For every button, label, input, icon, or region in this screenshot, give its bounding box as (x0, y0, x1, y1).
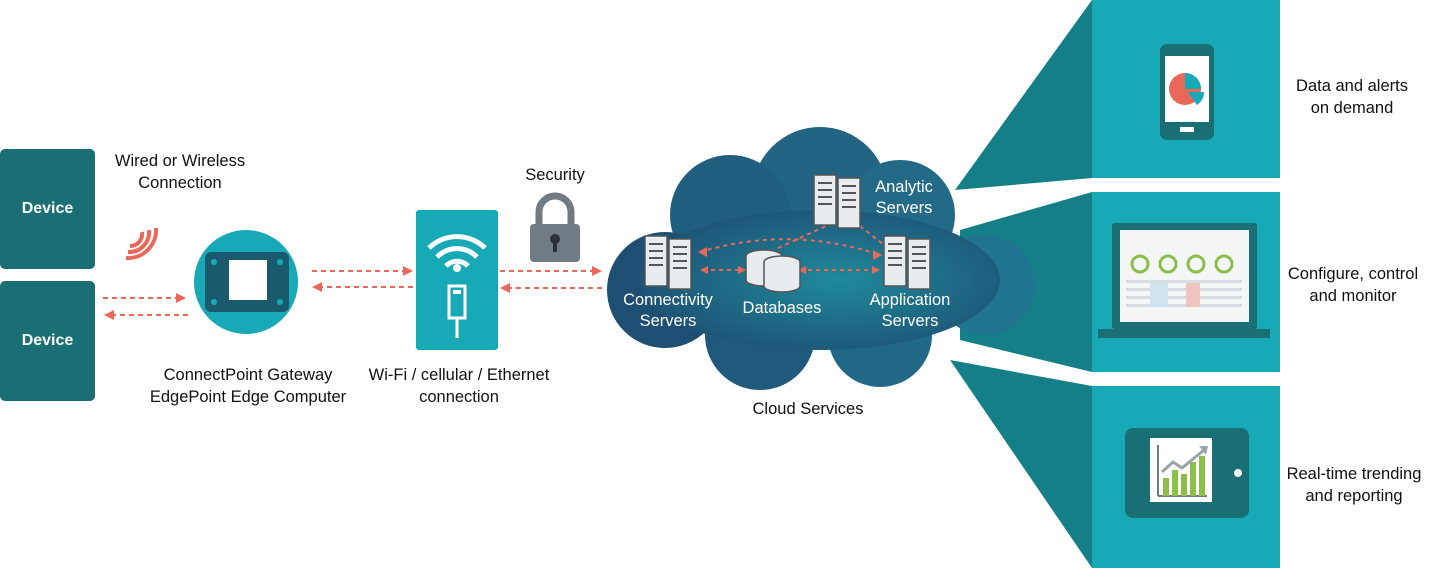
laptop-dashboard-icon (1098, 223, 1270, 338)
connectivity-servers-label-line: Connectivity (623, 291, 713, 309)
connection-label-line: Connection (138, 174, 222, 192)
application-servers-label: Application Servers (856, 290, 964, 332)
connection-arrows (103, 266, 602, 320)
connection-label: Wired or Wireless Connection (90, 150, 270, 194)
wireless-signal-icon (125, 227, 159, 261)
network-label-line: Wi-Fi / cellular / Ethernet (368, 366, 550, 384)
gateway-label-line: ConnectPoint Gateway (163, 366, 333, 384)
device-box-1: Device (0, 149, 95, 269)
analytic-servers-label-line: Analytic (875, 178, 933, 196)
connectivity-servers-label-line: Servers (639, 312, 697, 330)
databases-label: Databases (742, 299, 822, 317)
analytic-servers-icon (813, 174, 861, 229)
gateway-device-icon (194, 230, 298, 334)
network-label-line: connection (419, 388, 499, 406)
connectivity-servers-icon (644, 235, 692, 290)
network-label: Wi-Fi / cellular / Ethernet connection (352, 364, 566, 408)
cloud-internal-links (699, 225, 885, 271)
fan-top (955, 0, 1092, 190)
device-label: Device (21, 200, 74, 217)
gateway-label-line: EdgePoint Edge Computer (149, 388, 347, 406)
analytic-servers-label: Analytic Servers (858, 177, 950, 219)
output-label-line: Data and alerts (1296, 77, 1408, 95)
smartphone-pie-chart-icon (1160, 44, 1214, 140)
gateway-label: ConnectPoint Gateway EdgePoint Edge Comp… (130, 364, 366, 408)
application-servers-label-line: Application (869, 291, 951, 309)
tablet-trend-chart-icon (1125, 428, 1249, 518)
output-label-data-alerts: Data and alerts on demand (1282, 75, 1422, 119)
output-label-line: and reporting (1305, 487, 1403, 505)
output-label-line: Configure, control (1287, 265, 1419, 283)
application-servers-label-line: Servers (881, 312, 939, 330)
fan-bottom (950, 360, 1092, 568)
device-box-2: Device (0, 281, 95, 401)
application-servers-icon (883, 235, 931, 290)
analytic-servers-label-line: Servers (875, 199, 933, 217)
database-icon (745, 249, 801, 293)
output-label-line: on demand (1310, 99, 1394, 117)
output-label-line: Real-time trending (1286, 465, 1422, 483)
cloud-internal-arrowheads (698, 247, 882, 274)
network-module-icon (416, 210, 498, 350)
connection-label-line: Wired or Wireless (114, 152, 246, 170)
connectivity-servers-label: Connectivity Servers (612, 290, 724, 332)
cloud-services-label: Cloud Services (752, 400, 864, 418)
security-label: Security (525, 166, 585, 184)
output-label-configure: Configure, control and monitor (1280, 263, 1426, 307)
output-label-trending: Real-time trending and reporting (1280, 463, 1428, 507)
device-label: Device (21, 332, 74, 349)
padlock-icon (530, 192, 580, 262)
output-label-line: and monitor (1309, 287, 1397, 305)
